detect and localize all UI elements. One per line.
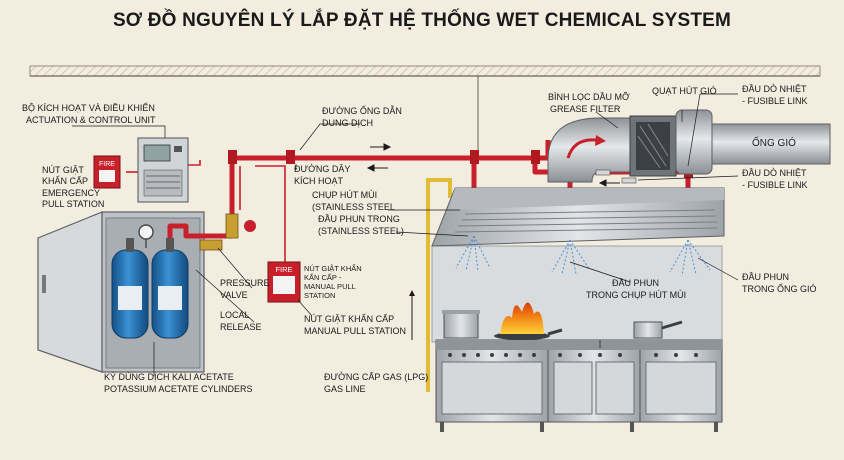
- manual-box-label-1: NÚT GIẬT KHẨN: [304, 264, 362, 273]
- leader-lines: [72, 93, 739, 376]
- pressure-valve: [199, 213, 256, 251]
- actuation-control-unit: [137, 137, 189, 203]
- pull-label-en-2: PULL STATION: [42, 199, 105, 209]
- fire-label-1: FIRE: [99, 161, 115, 168]
- nozzle-hood-label-2: TRONG CHỤP HÚT MÙI: [586, 290, 687, 300]
- page-title: SƠ ĐỒ NGUYÊN LÝ LẮP ĐẶT HỆ THỐNG WET CHE…: [112, 10, 732, 31]
- actuation-label-vi: BỘ KÍCH HOẠT VÀ ĐIỀU KHIỂN: [22, 103, 155, 113]
- pressure-label-1: PRESSURE: [220, 278, 270, 288]
- chemical-cylinders: [111, 224, 189, 339]
- gas-line: [426, 178, 452, 392]
- fusible-link-top: [595, 169, 611, 176]
- actuation-label-en: ACTUATION & CONTROL UNIT: [26, 115, 156, 125]
- nozzle-duct-label-1: ĐẦU PHUN: [742, 272, 790, 282]
- manual-box-label-3: MANUAL PULL: [304, 282, 356, 291]
- fusible2-label-vi: ĐẦU DÒ NHIỆT: [742, 168, 807, 178]
- nozzle-in-label-en: (STAINLESS STEEL): [318, 226, 404, 236]
- fire-label-2: FIRE: [275, 265, 292, 274]
- wire-label-vi-2: KÍCH HOẠT: [294, 176, 344, 186]
- duct-label-vi: ỐNG GIÓ: [752, 138, 796, 149]
- cooking-range: [435, 302, 723, 432]
- activation-wire: [126, 160, 286, 262]
- manual-pull-station: FIRE: [267, 261, 301, 303]
- cylinder-label-vi: KÝ DÙNG DỊCH KALI ACETATE: [104, 372, 234, 382]
- nozzle-in-label-vi: ĐẦU PHUN TRONG: [318, 214, 400, 224]
- hood-label-vi: CHỤP HÚT MÙI: [312, 190, 378, 200]
- pull-label-vi-2: KHẨN CẤP: [42, 176, 89, 186]
- nozzle-hood-label-1: ĐẦU PHUN: [612, 278, 660, 288]
- fusible2-label-en: - FUSIBLE LINK: [742, 180, 808, 190]
- cylinder-label-en: POTASSIUM ACETATE CYLINDERS: [104, 384, 253, 394]
- nozzle-duct-label-2: TRONG ỐNG GIÓ: [742, 284, 817, 294]
- pipe-label-vi-1: ĐƯỜNG ỐNG DẪN: [322, 106, 402, 116]
- emergency-pull-station: FIRE: [93, 155, 121, 189]
- fan-label-vi: QUẠT HÚT GIÓ: [652, 86, 717, 96]
- pull-label-vi-1: NÚT GIẬT: [42, 165, 84, 175]
- gas-label-en: GAS LINE: [324, 384, 366, 394]
- local-label-2: RELEASE: [220, 322, 262, 332]
- flow-arrows: [366, 143, 620, 187]
- manual-label-vi: NÚT GIẬT KHẨN CẤP: [304, 314, 395, 324]
- fusible1-label-vi: ĐẦU DÒ NHIỆT: [742, 84, 807, 94]
- hood-label-en: (STAINLESS STEEL: [312, 202, 395, 212]
- ceiling-band: [29, 65, 821, 77]
- fusible1-label-en: - FUSIBLE LINK: [742, 96, 808, 106]
- pressure-label-2: VALVE: [220, 290, 248, 300]
- local-label-1: LOCAL: [220, 310, 250, 320]
- exhaust-duct: [547, 109, 831, 183]
- exhaust-hood: [431, 187, 725, 247]
- manual-box-label-4: STATION: [304, 291, 336, 300]
- manual-label-en: MANUAL PULL STATION: [304, 326, 407, 336]
- grease-label-vi: BÌNH LỌC DẦU MỠ: [548, 92, 630, 102]
- manual-box-label-2: KẤN CẤP -: [304, 273, 342, 282]
- gas-label-vi: ĐƯỜNG CẤP GAS (LPG): [324, 372, 429, 382]
- wire-label-vi-1: ĐƯỜNG DÂY: [294, 164, 351, 174]
- nozzle-sprays: [455, 235, 711, 277]
- fusible-link-bottom: [621, 177, 637, 184]
- pipe-label-vi-2: DUNG DỊCH: [322, 118, 373, 128]
- pull-label-en-1: EMERGENCY: [42, 188, 101, 198]
- grease-label-en: GREASE FILTER: [550, 104, 621, 114]
